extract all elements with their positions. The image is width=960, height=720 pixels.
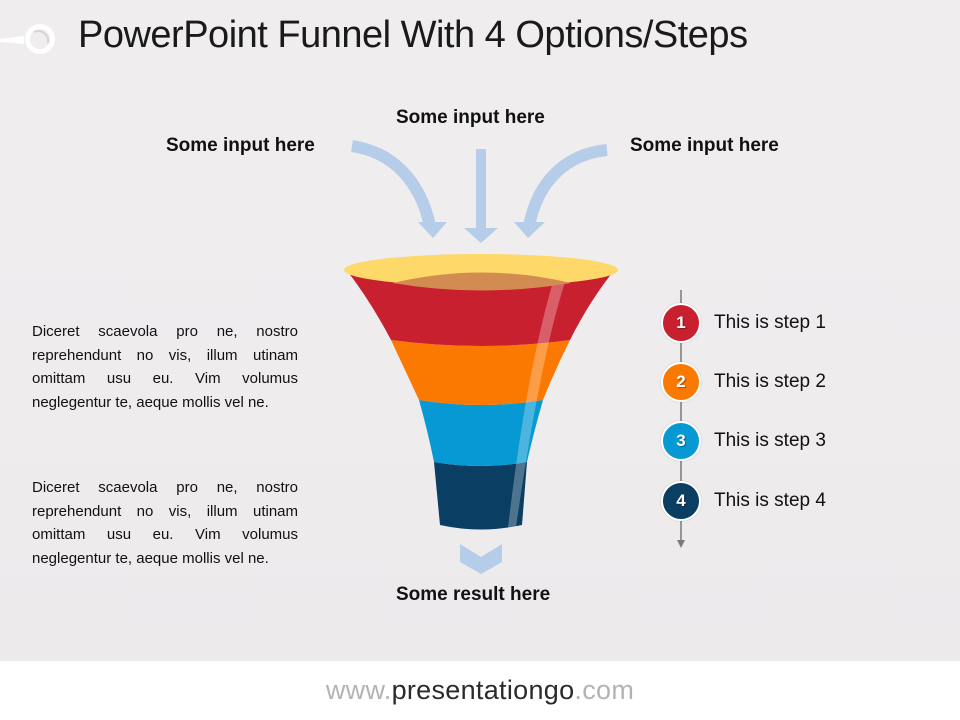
step-item-1: 1 This is step 1 bbox=[661, 303, 826, 343]
step-item-4: 4 This is step 4 bbox=[661, 481, 826, 521]
description-paragraph-1: Diceret scaevola pro ne, nostro reprehen… bbox=[32, 323, 298, 411]
arrow-left-icon bbox=[350, 140, 447, 238]
description-paragraph-2: Diceret scaevola pro ne, nostro reprehen… bbox=[32, 479, 298, 567]
timeline-arrow-icon bbox=[677, 540, 685, 548]
footer-website[interactable]: www.presentationgo.com bbox=[0, 661, 960, 720]
input-label-left: Some input here bbox=[166, 135, 315, 156]
funnel-layer-1 bbox=[345, 268, 616, 346]
funnel-highlight bbox=[508, 282, 565, 528]
funnel-layer-3 bbox=[419, 400, 543, 466]
arrow-center-icon bbox=[464, 149, 498, 243]
step-item-2: 2 This is step 2 bbox=[661, 362, 826, 402]
step-badge-4: 4 bbox=[661, 481, 701, 521]
step-item-3: 3 This is step 3 bbox=[661, 421, 826, 461]
result-chevron-icon bbox=[460, 544, 502, 574]
arrow-right-icon bbox=[514, 144, 608, 238]
funnel-layer-2 bbox=[391, 340, 570, 405]
footer-suffix: .com bbox=[574, 675, 635, 705]
step-label-3: This is step 3 bbox=[714, 430, 826, 451]
step-badge-3: 3 bbox=[661, 421, 701, 461]
footer-prefix: www. bbox=[325, 675, 392, 705]
page-title: PowerPoint Funnel With 4 Options/Steps bbox=[78, 14, 748, 56]
funnel-layer-4 bbox=[434, 462, 527, 530]
input-label-right: Some input here bbox=[630, 135, 779, 156]
result-label: Some result here bbox=[396, 584, 551, 605]
title-pin-icon bbox=[0, 24, 55, 54]
funnel-diagram bbox=[344, 140, 685, 574]
step-label-2: This is step 2 bbox=[714, 371, 826, 392]
step-badge-2: 2 bbox=[661, 362, 701, 402]
step-label-4: This is step 4 bbox=[714, 490, 826, 511]
step-badge-1: 1 bbox=[661, 303, 701, 343]
footer-brand: presentationgo bbox=[391, 675, 575, 705]
slide-background: PowerPoint Funnel With 4 Options/Steps S… bbox=[0, 0, 960, 661]
input-label-center: Some input here bbox=[396, 107, 545, 128]
funnel-rim bbox=[344, 254, 618, 291]
step-label-1: This is step 1 bbox=[714, 312, 826, 333]
input-arrows bbox=[350, 140, 608, 243]
